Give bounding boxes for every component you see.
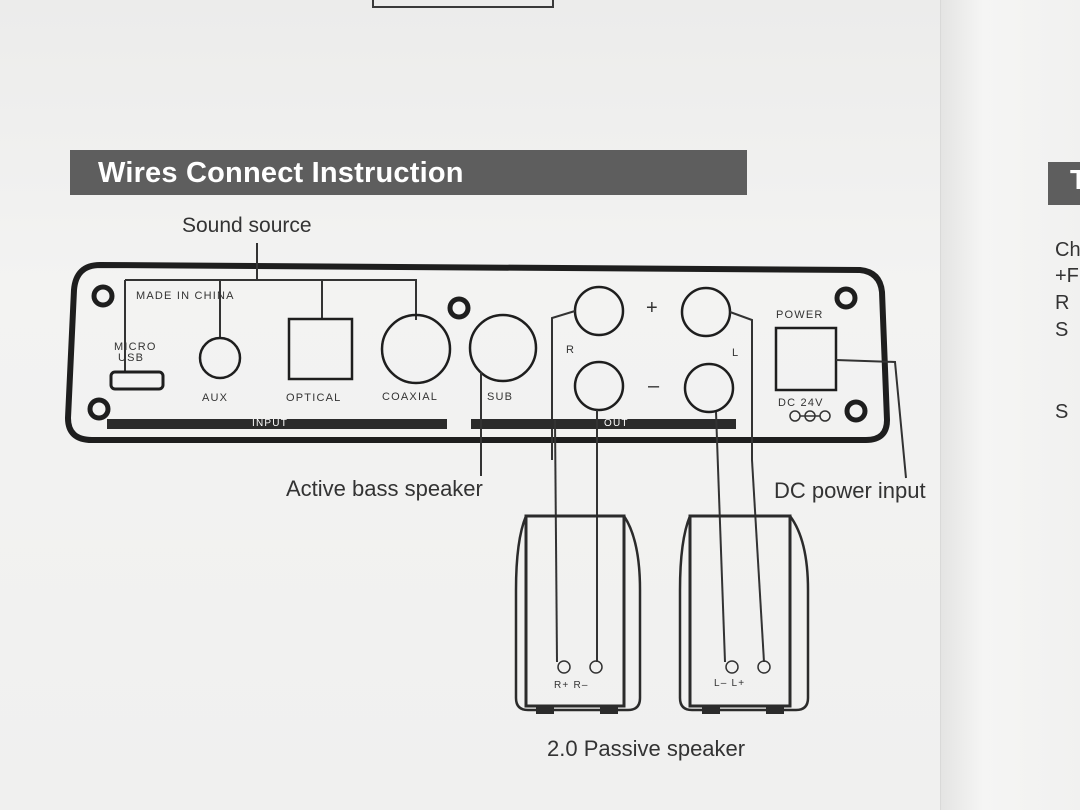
- power-switch: [774, 326, 838, 392]
- coaxial-label: COAXIAL: [382, 391, 439, 403]
- left-speaker-terminals: L– L+: [714, 678, 746, 689]
- terminal-r-plus: [573, 285, 625, 337]
- minus-sign: –: [648, 375, 660, 397]
- wire-l-minus: [715, 411, 726, 663]
- aux-label: AUX: [202, 392, 229, 404]
- terminal-l-minus: [683, 362, 735, 414]
- input-bus-wire: [125, 279, 417, 320]
- right-column-text-4: S: [1055, 319, 1069, 341]
- out-label-bar: [471, 419, 736, 429]
- micro-label: MICRO: [114, 341, 157, 353]
- optical-label: OPTICAL: [286, 392, 342, 404]
- next-section-title-glyph: T: [1070, 164, 1080, 195]
- out-label: OUT: [604, 418, 629, 429]
- right-column-text-5: S: [1055, 401, 1069, 423]
- mount-hole-top-left: [91, 284, 115, 308]
- aux-port: [198, 336, 242, 380]
- right-column-text-2: +F: [1055, 265, 1079, 287]
- passive-speaker-label: 2.0 Passive speaker: [547, 736, 746, 761]
- optical-port: [287, 317, 354, 381]
- power-wire: [835, 359, 907, 479]
- device-panel-outline: [64, 261, 891, 443]
- input-label-bar: [107, 419, 447, 429]
- mount-hole-bottom-right: [844, 399, 868, 423]
- plus-sign: +: [646, 297, 658, 319]
- right-speaker-terminals: R+ R–: [554, 680, 589, 691]
- input-label: INPUT: [252, 418, 288, 429]
- dc24-label: DC 24V: [778, 397, 824, 409]
- sound-source-label: Sound source: [182, 214, 312, 237]
- l-bracket: [729, 311, 753, 460]
- top-box-outline: [372, 0, 554, 8]
- r-channel-label: R: [566, 344, 576, 356]
- next-section-title-bar: T: [1048, 162, 1080, 205]
- l-channel-label: L: [732, 347, 740, 359]
- active-bass-label: Active bass speaker: [286, 476, 483, 501]
- left-passive-speaker: [678, 514, 810, 714]
- mount-hole-bottom-left: [87, 397, 111, 421]
- wire-l-plus: [751, 459, 765, 663]
- power-label: POWER: [776, 309, 824, 321]
- right-passive-speaker: [514, 514, 642, 714]
- made-in-label: MADE IN CHINA: [136, 290, 235, 302]
- right-column-text-1: Ch: [1055, 239, 1080, 261]
- adjacent-page: [940, 0, 1080, 810]
- sub-label: SUB: [487, 391, 514, 403]
- micro-usb-port: [109, 370, 165, 391]
- sub-port: [468, 313, 538, 383]
- mount-hole-middle: [447, 296, 471, 320]
- dc-polarity-symbol: [789, 410, 831, 422]
- r-bracket: [551, 310, 576, 460]
- terminal-l-plus: [680, 286, 732, 338]
- wire-r-plus: [554, 419, 558, 663]
- usb-label: USB: [118, 352, 145, 364]
- terminal-r-minus: [573, 360, 625, 412]
- right-column-text-3: R: [1055, 292, 1070, 314]
- dc-power-label: DC power input: [774, 478, 926, 503]
- section-title: Wires Connect Instruction: [70, 150, 747, 195]
- coaxial-port: [380, 313, 452, 385]
- mount-hole-top-right: [834, 286, 858, 310]
